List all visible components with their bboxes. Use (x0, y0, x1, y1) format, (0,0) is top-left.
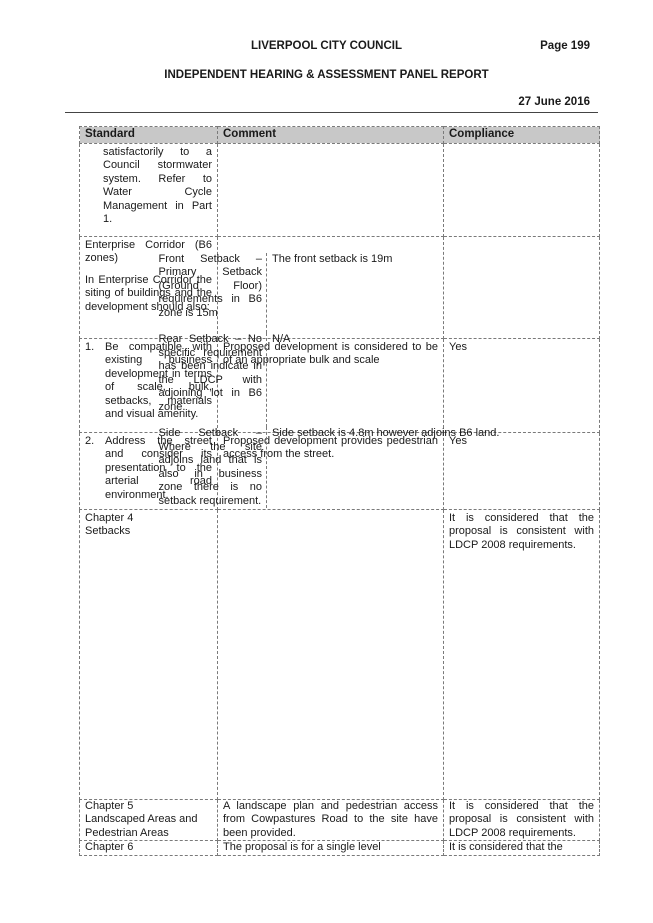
setback-row-side: Side Setback – Where the site adjoins la… (158, 427, 653, 508)
item-number: 2. (85, 434, 95, 447)
table-row: satisfactorily to a Council stormwater s… (79, 142, 600, 237)
compliance-cell: Yes (443, 431, 600, 510)
standard-text: satisfactorily to a Council stormwater s… (103, 145, 212, 226)
comment-cell: Front Setback – Primary Setback (Ground … (158, 252, 499, 800)
chapter-label: Chapter 4 (85, 511, 134, 524)
assessment-table: Standard Comment Compliance satisfactori… (79, 126, 600, 856)
compliance-cell (443, 142, 600, 237)
column-header-standard: Standard (79, 126, 218, 144)
compliance-cell: Yes (443, 337, 600, 433)
table-row: Chapter 5 Landscaped Areas and Pedestria… (79, 798, 600, 841)
front-setback-proposal: The front setback is 19m (272, 252, 393, 265)
chapter-title: Landscaped Areas and Pedestrian Areas (85, 813, 198, 839)
standard-cell: Chapter 4 Setbacks (79, 508, 218, 800)
rear-setback-requirement: Rear Setback – No specific requirement h… (158, 333, 267, 427)
compliance-cell: It is considered that the proposal is co… (443, 508, 600, 800)
table-row: Chapter 6 The proposal is for a single l… (79, 840, 600, 856)
standard-heading: Enterprise Corridor (B6 zones) (85, 238, 212, 265)
standard-cell: Chapter 6 (79, 840, 218, 856)
table-header-row: Standard Comment Compliance (79, 126, 600, 144)
report-date: 27 June 2016 (518, 96, 590, 108)
comment-cell: A landscape plan and pedestrian access f… (217, 798, 444, 841)
council-name: LIVERPOOL CITY COUNCIL (250, 40, 402, 52)
column-header-compliance: Compliance (443, 126, 600, 144)
item-number: 1. (85, 340, 95, 353)
compliance-cell: It is considered that the (443, 840, 600, 856)
setback-row-rear: Rear Setback – No specific requirement h… (158, 333, 653, 427)
comment-cell (217, 142, 444, 237)
header-rule (65, 112, 598, 113)
compliance-cell: It is considered that the proposal is co… (443, 798, 600, 841)
column-header-comment: Comment (217, 126, 444, 144)
standard-cell: Chapter 5 Landscaped Areas and Pedestria… (79, 798, 218, 841)
table-row: Chapter 4 Setbacks Front Setback – Prima… (79, 252, 600, 800)
comment-cell: The proposal is for a single level (217, 840, 444, 856)
compliance-cell (443, 235, 600, 339)
side-setback-requirement: Side Setback – Where the site adjoins la… (158, 427, 267, 508)
report-title: INDEPENDENT HEARING & ASSESSMENT PANEL R… (164, 69, 489, 81)
front-setback-requirement: Front Setback – Primary Setback (Ground … (158, 252, 267, 333)
rear-setback-proposal: N/A (272, 333, 291, 345)
page-number: Page 199 (540, 40, 590, 52)
chapter-title: Setbacks (85, 525, 131, 537)
side-setback-proposal: Side setback is 4.8m however adjoins B6 … (272, 427, 500, 439)
setback-row-front: Front Setback – Primary Setback (Ground … (158, 252, 653, 333)
standard-cell: satisfactorily to a Council stormwater s… (79, 142, 218, 237)
chapter-label: Chapter 6 (85, 841, 134, 853)
setback-subtable: Front Setback – Primary Setback (Ground … (158, 252, 653, 508)
chapter-label: Chapter 5 (85, 799, 134, 812)
